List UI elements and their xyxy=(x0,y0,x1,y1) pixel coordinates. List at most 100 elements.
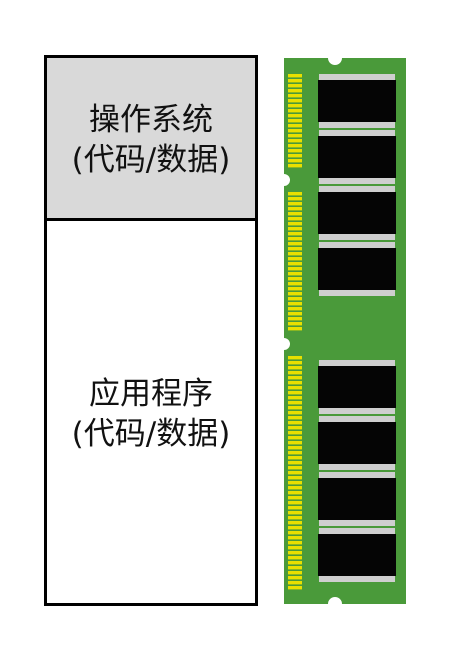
ram-pin xyxy=(288,371,302,375)
ram-pin xyxy=(288,79,302,83)
ram-pin xyxy=(288,576,302,580)
ram-chip-leads xyxy=(319,528,395,534)
ram-pin xyxy=(288,381,302,385)
ram-pin xyxy=(288,74,302,78)
ram-edge-pins xyxy=(288,74,302,590)
ram-pin xyxy=(288,426,302,430)
app-region-title: 应用程序 xyxy=(88,376,213,412)
ram-pin xyxy=(288,456,302,460)
ram-pin xyxy=(288,586,302,590)
ram-pin xyxy=(288,257,302,261)
ram-pin xyxy=(288,227,302,231)
ram-pin xyxy=(288,262,302,266)
ram-pin xyxy=(288,292,302,296)
ram-pin xyxy=(288,202,302,206)
ram-chip-leads xyxy=(319,360,395,366)
ram-pin xyxy=(288,297,302,301)
ram-pin xyxy=(288,581,302,585)
ram-pin xyxy=(288,541,302,545)
ram-pin xyxy=(288,531,302,535)
ram-pin xyxy=(288,134,302,138)
os-region: 操作系统 (代码/数据) xyxy=(47,58,255,221)
ram-pin xyxy=(288,556,302,560)
ram-pin xyxy=(288,441,302,445)
ram-pin xyxy=(288,376,302,380)
ram-pin xyxy=(288,114,302,118)
ram-pin xyxy=(288,476,302,480)
ram-pin xyxy=(288,511,302,515)
ram-pin xyxy=(288,327,302,331)
ram-pin xyxy=(288,546,302,550)
ram-pin xyxy=(288,481,302,485)
ram-chip-leads xyxy=(319,242,395,248)
ram-pin xyxy=(288,124,302,128)
ram-pin xyxy=(288,84,302,88)
ram-pin xyxy=(288,406,302,410)
ram-pin xyxy=(288,192,302,196)
ram-pin xyxy=(288,496,302,500)
ram-chip-leads xyxy=(319,520,395,526)
ram-pin xyxy=(288,401,302,405)
ram-pin xyxy=(288,222,302,226)
ram-pin xyxy=(288,516,302,520)
ram-pin xyxy=(288,361,302,365)
ram-pin xyxy=(288,451,302,455)
ram-chip-leads xyxy=(319,576,395,582)
ram-chip-leads xyxy=(319,408,395,414)
ram-pin xyxy=(288,217,302,221)
ram-pin xyxy=(288,466,302,470)
ram-pin xyxy=(288,561,302,565)
ram-pin xyxy=(288,252,302,256)
ram-chips xyxy=(318,74,396,582)
ram-pin xyxy=(288,139,302,143)
app-region: 应用程序 (代码/数据) xyxy=(47,221,255,603)
ram-chip-leads xyxy=(319,74,395,80)
ram-pin xyxy=(288,232,302,236)
ram-pin xyxy=(288,159,302,163)
app-region-label: 应用程序 (代码/数据) xyxy=(72,370,231,454)
ram-pin xyxy=(288,491,302,495)
ram-pin xyxy=(288,416,302,420)
ram-pin xyxy=(288,521,302,525)
ram-pin xyxy=(288,446,302,450)
ram-pin xyxy=(288,526,302,530)
ram-pin xyxy=(288,99,302,103)
ram-pin xyxy=(288,421,302,425)
ram-chip xyxy=(318,192,396,234)
ram-pin xyxy=(288,312,302,316)
ram-chip xyxy=(318,248,396,290)
app-region-subtitle: (代码/数据) xyxy=(71,416,231,452)
ram-pin xyxy=(288,471,302,475)
ram-pin xyxy=(288,506,302,510)
os-region-title: 操作系统 xyxy=(88,102,213,138)
ram-chip xyxy=(318,80,396,122)
ram-chip-leads xyxy=(319,122,395,128)
ram-pin xyxy=(288,89,302,93)
ram-pin xyxy=(288,94,302,98)
ram-pin xyxy=(288,396,302,400)
ram-pin xyxy=(288,277,302,281)
ram-pin xyxy=(288,237,302,241)
ram-pin xyxy=(288,109,302,113)
ram-pin xyxy=(288,551,302,555)
ram-pin xyxy=(288,282,302,286)
ram-chip xyxy=(318,136,396,178)
os-region-subtitle: (代码/数据) xyxy=(71,142,231,178)
ram-pin xyxy=(288,536,302,540)
ram-pin xyxy=(288,149,302,153)
ram-pin xyxy=(288,164,302,168)
ram-chip-leads xyxy=(319,464,395,470)
ram-pin xyxy=(288,431,302,435)
ram-pin xyxy=(288,302,302,306)
ram-pin xyxy=(288,307,302,311)
ram-pin xyxy=(288,317,302,321)
ram-stick-icon xyxy=(284,58,406,604)
ram-pin xyxy=(288,436,302,440)
ram-pin xyxy=(288,461,302,465)
ram-pin xyxy=(288,411,302,415)
memory-layout-box: 操作系统 (代码/数据) 应用程序 (代码/数据) xyxy=(44,55,258,606)
ram-chip xyxy=(318,422,396,464)
ram-chip xyxy=(318,478,396,520)
ram-pin xyxy=(288,287,302,291)
